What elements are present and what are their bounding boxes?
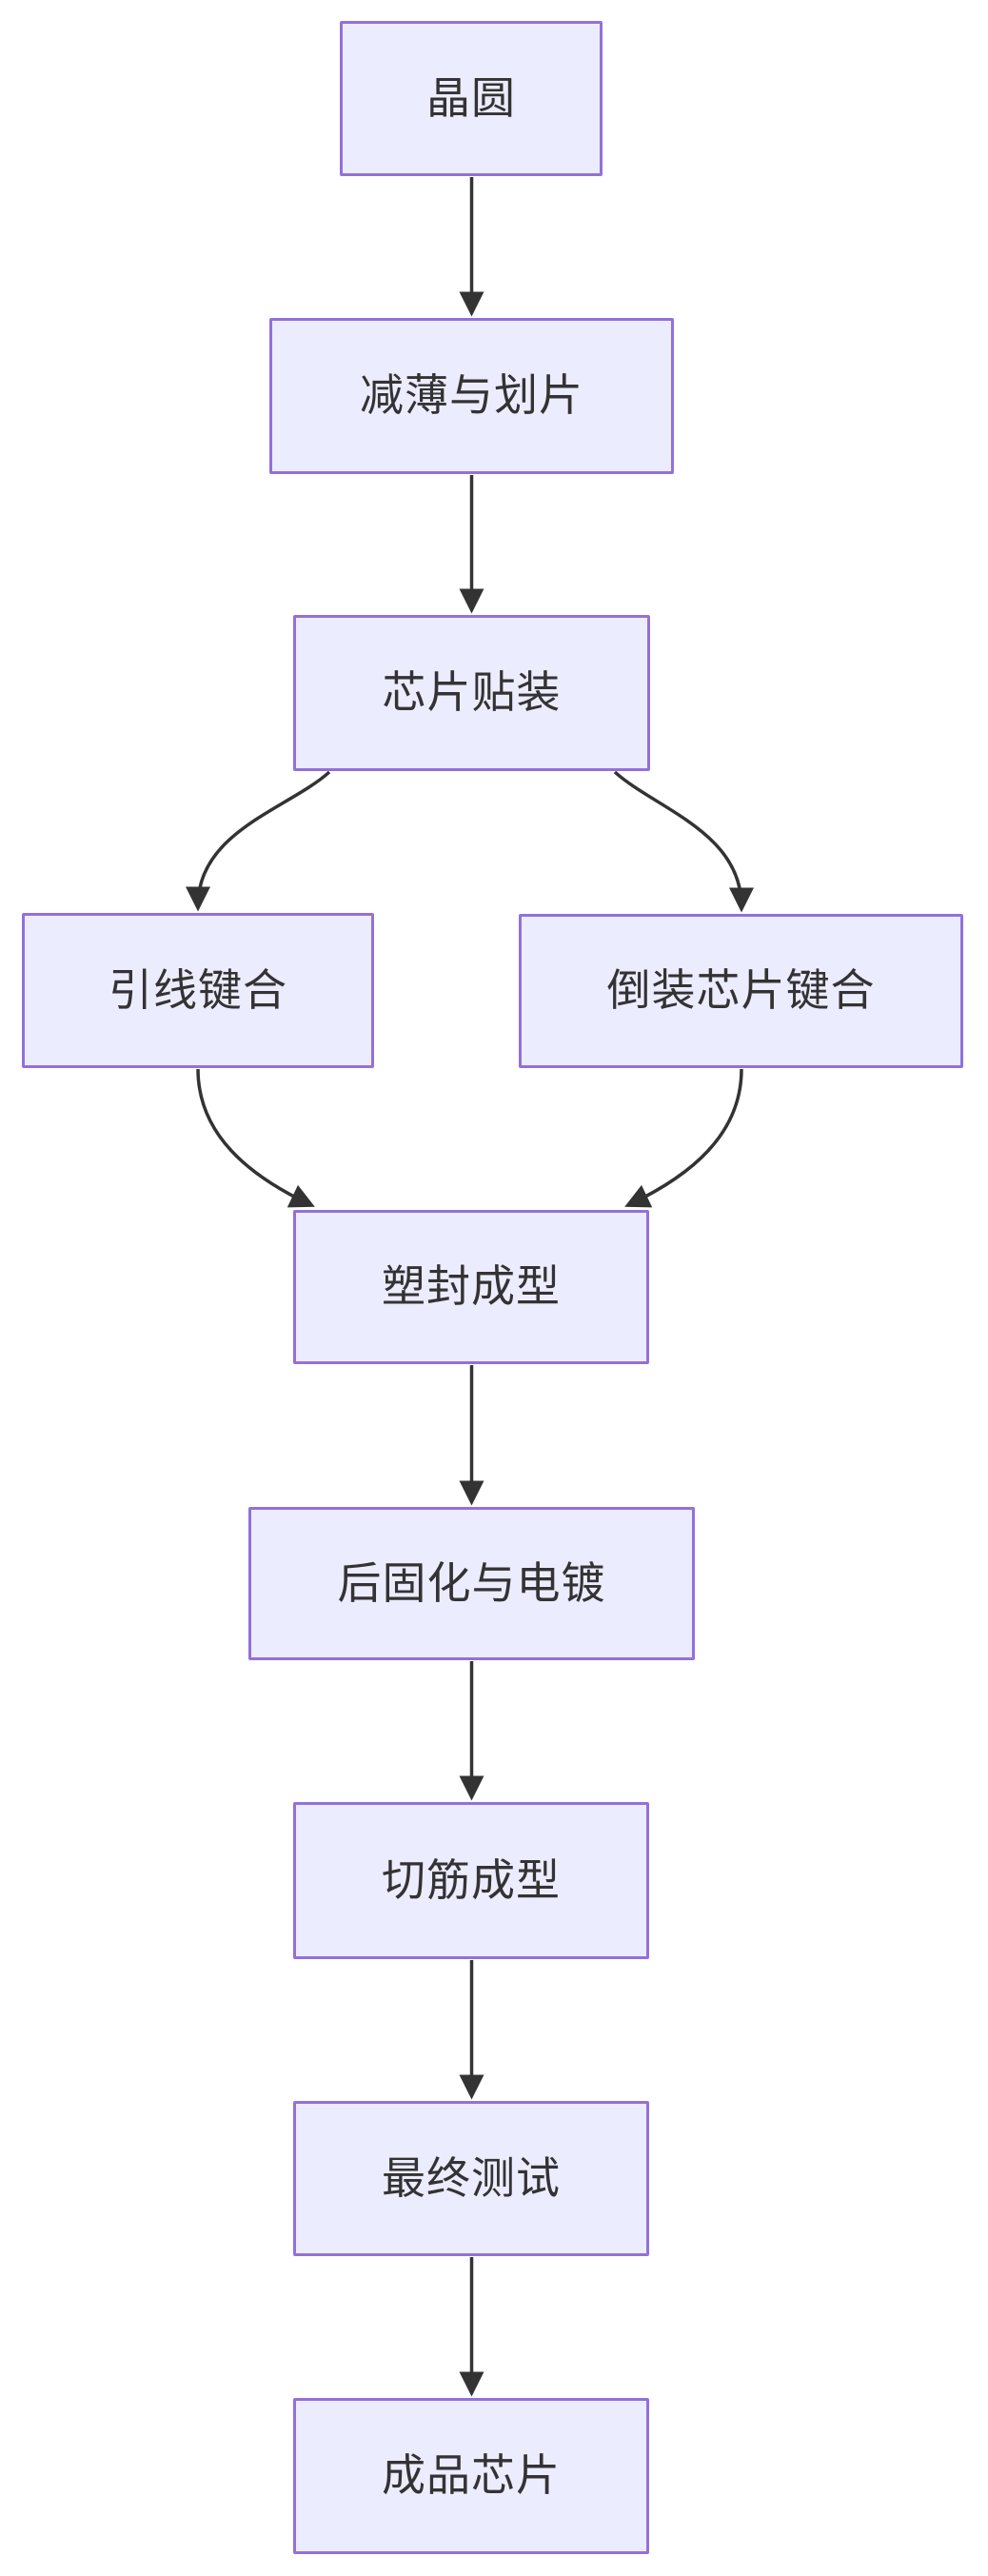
edges-group — [186, 177, 754, 2397]
edge-die-attach-to-flip-chip-bonding — [613, 770, 754, 913]
node-wafer: 晶圆 — [340, 21, 603, 176]
node-label: 后固化与电镀 — [337, 1557, 606, 1608]
node-post-cure-plating: 后固化与电镀 — [248, 1507, 695, 1660]
edge-wire-bonding-to-molding — [196, 1068, 315, 1208]
node-label: 减薄与划片 — [360, 370, 583, 421]
node-label: 引线键合 — [109, 964, 287, 1015]
node-label: 塑封成型 — [382, 1261, 561, 1312]
node-label: 切筋成型 — [382, 1854, 561, 1905]
node-flip-chip-bonding: 倒装芯片键合 — [519, 914, 963, 1068]
node-label: 成品芯片 — [382, 2450, 561, 2501]
node-finished-chip: 成品芯片 — [293, 2398, 649, 2554]
node-label: 芯片贴装 — [382, 667, 562, 718]
node-thinning-dicing: 减薄与划片 — [269, 318, 674, 474]
node-trim-form: 切筋成型 — [293, 1802, 649, 1959]
edge-die-attach-to-wire-bonding — [186, 770, 331, 912]
node-molding: 塑封成型 — [293, 1210, 649, 1364]
node-die-attach: 芯片贴装 — [293, 615, 650, 771]
node-wire-bonding: 引线键合 — [22, 913, 374, 1068]
node-final-test: 最终测试 — [293, 2101, 649, 2256]
node-label: 最终测试 — [382, 2152, 561, 2203]
node-label: 晶圆 — [426, 72, 516, 123]
node-label: 倒装芯片键合 — [606, 965, 876, 1016]
edge-flip-chip-bonding-to-molding — [624, 1068, 743, 1208]
